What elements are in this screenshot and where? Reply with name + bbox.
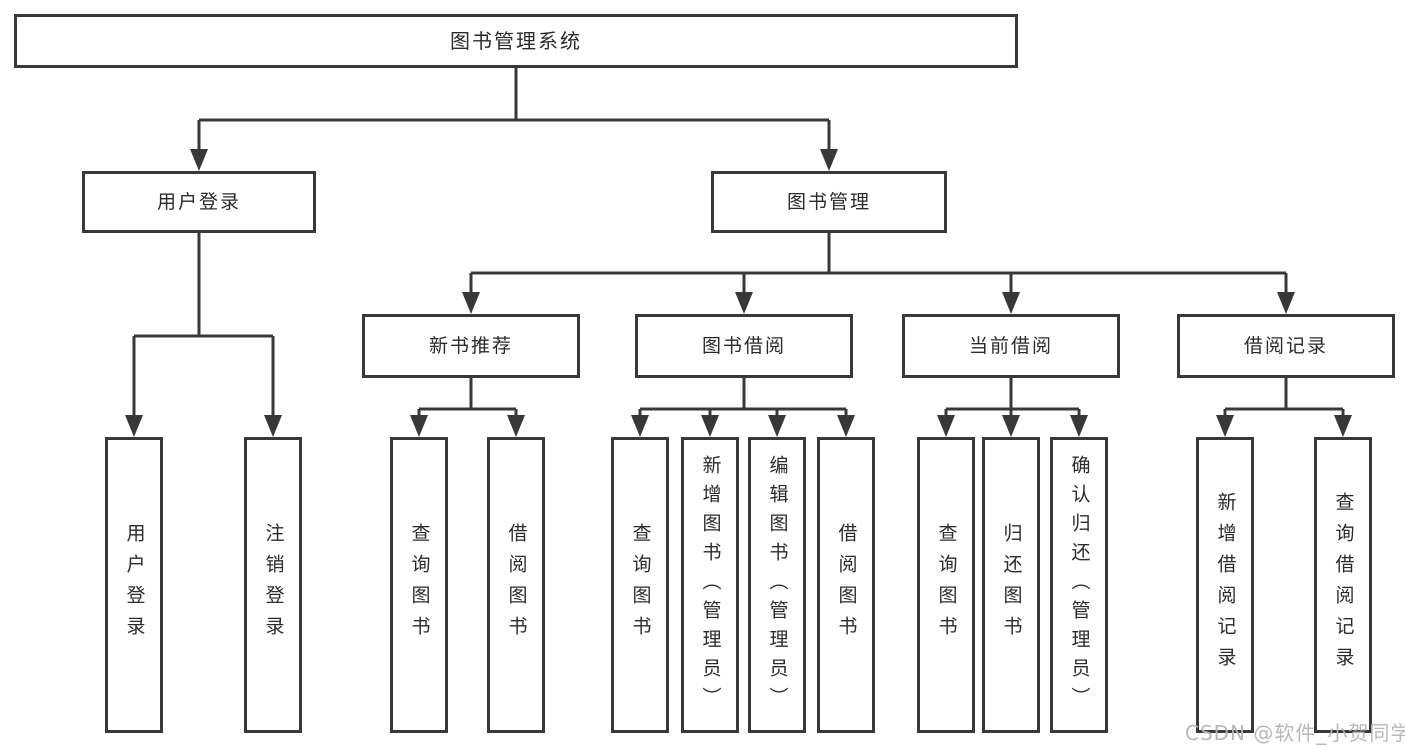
leaf-query-borrow-record: 查询借阅记录 [1314, 437, 1372, 733]
leaf-query-books-recommend: 查询图书 [390, 437, 448, 733]
node-book-borrow: 图书借阅 [635, 314, 853, 378]
node-library-management-system: 图书管理系统 [14, 14, 1018, 68]
node-borrow-record: 借阅记录 [1177, 314, 1395, 378]
leaf-edit-books-admin: 编辑图书（管理员） [748, 437, 806, 733]
node-user-login: 用户登录 [82, 171, 316, 233]
leaf-logout: 注销登录 [244, 437, 302, 733]
leaf-query-books-borrow: 查询图书 [611, 437, 669, 733]
leaf-add-books-admin: 新增图书（管理员） [681, 437, 739, 733]
csdn-watermark: CSDN @软件_小贺同学 [1185, 721, 1405, 745]
leaf-query-books-current: 查询图书 [917, 437, 975, 733]
leaf-confirm-return-admin: 确认归还（管理员） [1050, 437, 1108, 733]
leaf-return-books: 归还图书 [982, 437, 1040, 733]
leaf-borrow-books-recommend: 借阅图书 [487, 437, 545, 733]
node-book-management: 图书管理 [711, 171, 947, 233]
node-new-book-recommend: 新书推荐 [362, 314, 580, 378]
leaf-add-borrow-record: 新增借阅记录 [1196, 437, 1254, 733]
leaf-user-login: 用户登录 [105, 437, 163, 733]
leaf-borrow-books: 借阅图书 [817, 437, 875, 733]
node-current-borrow: 当前借阅 [902, 314, 1120, 378]
